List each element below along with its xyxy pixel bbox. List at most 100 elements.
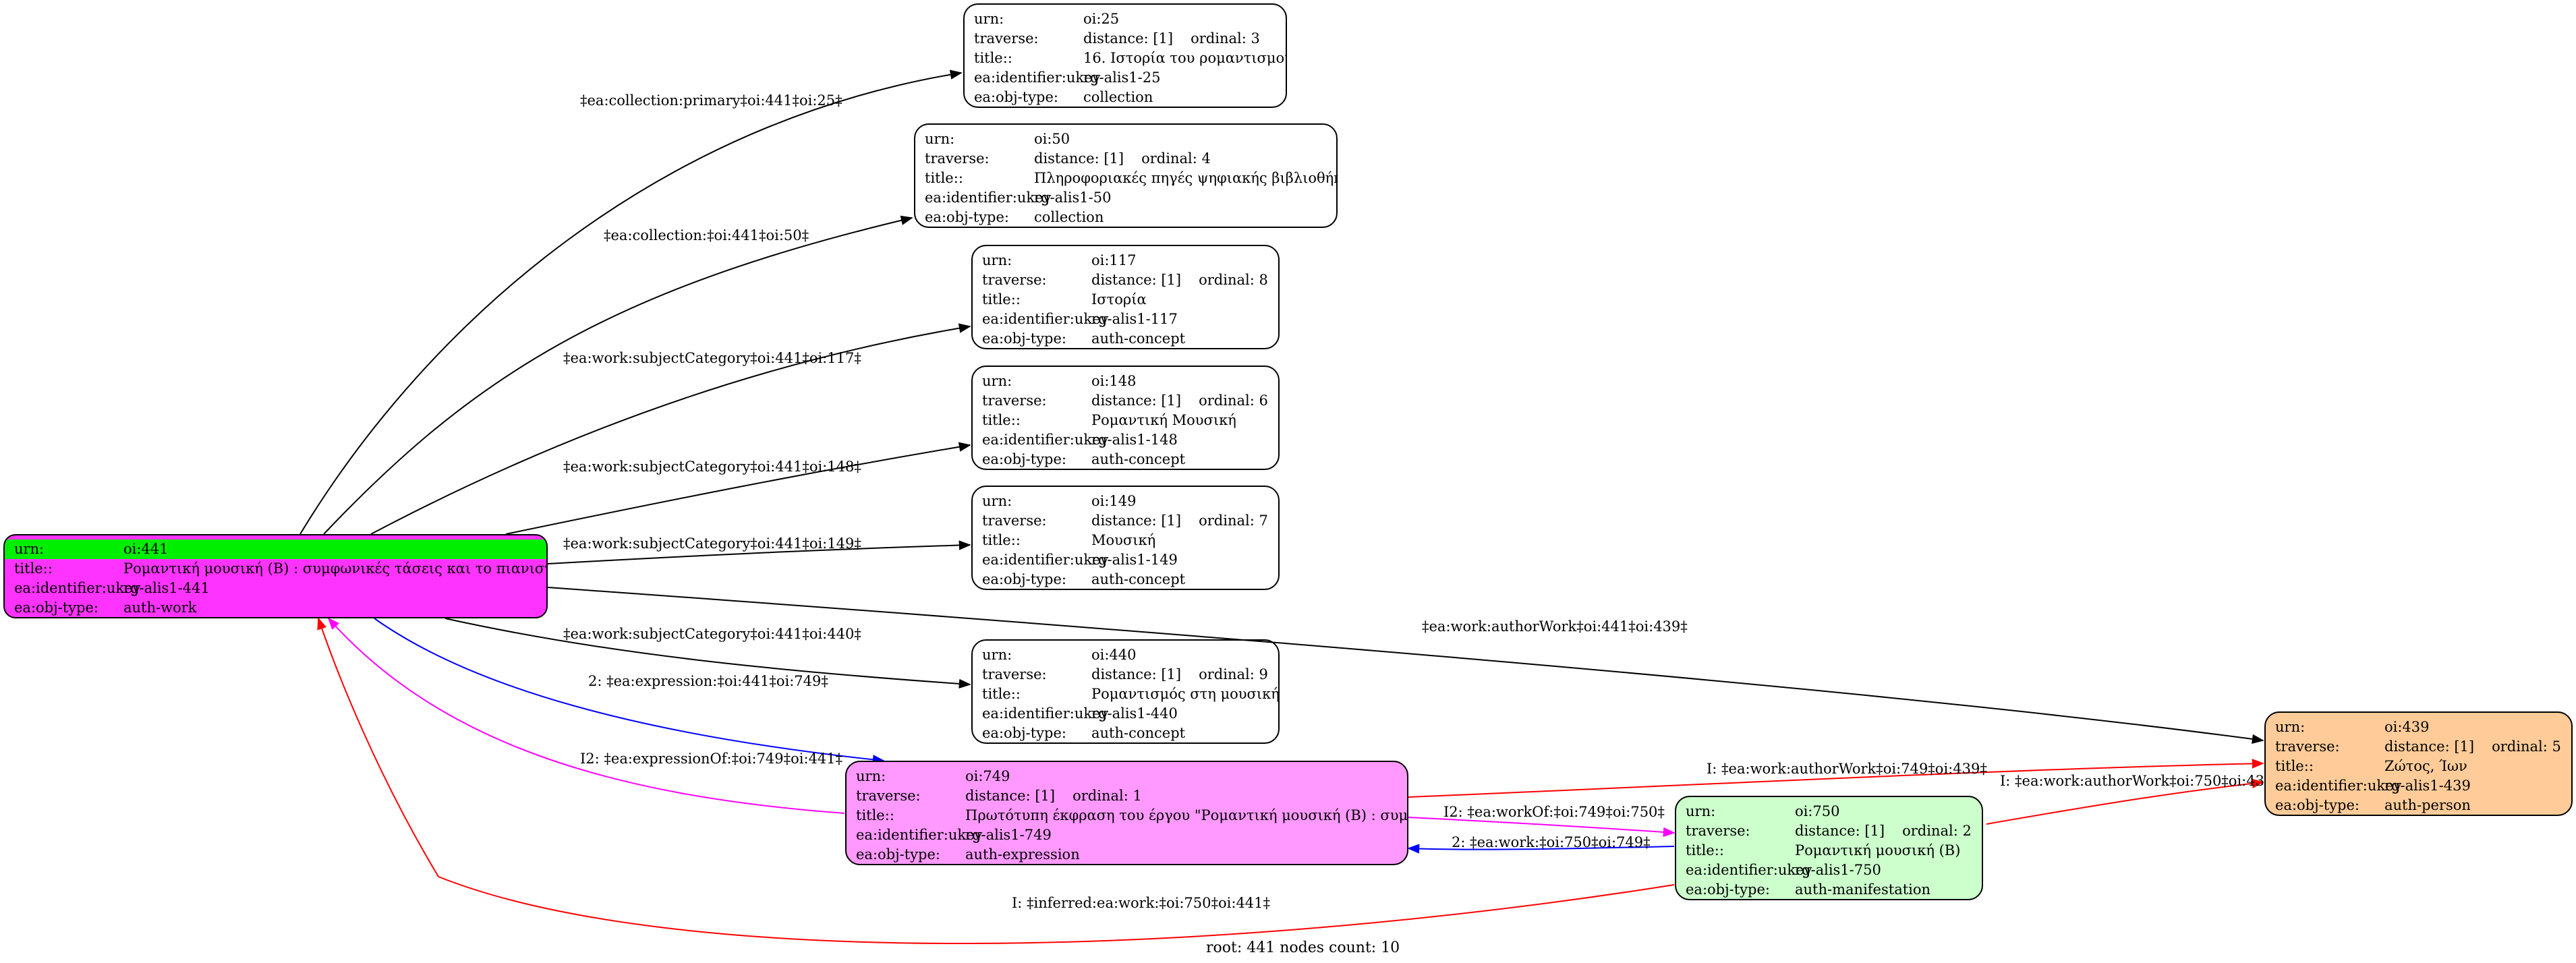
edge-label-750-441: I: ‡inferred:ea:work:‡oi:750‡oi:441‡ <box>1012 895 1271 911</box>
node-field-value: ordinal: 8 <box>1199 272 1268 288</box>
edge-749-441 <box>327 617 845 814</box>
node-field-value: 16. Ιστορία του ρομαντισμού <box>1083 50 1286 66</box>
node-field-key: urn: <box>2275 719 2306 735</box>
node-field-key: ea:obj-type: <box>982 451 1066 467</box>
node-field-key: urn: <box>982 493 1012 509</box>
edge-label-441-50: ‡ea:collection:‡oi:441‡oi:50‡ <box>604 227 809 243</box>
node-field-value: rg-alis1-50 <box>1034 189 1112 206</box>
node-field-key: title:: <box>974 50 1012 66</box>
node-row: title::Ιστορία <box>973 290 1278 310</box>
node-field-key: ea:identifier:ukey <box>856 827 983 843</box>
node-oi-750[interactable]: urn:oi:750 traverse:distance: [1]ordinal… <box>1675 796 1983 900</box>
node-oi-148[interactable]: urn:oi:148 traverse:distance: [1]ordinal… <box>971 366 1280 470</box>
node-row: traverse: distance: [1] ordinal: 3 <box>965 29 1286 49</box>
node-field-value: rg-alis1-117 <box>1091 311 1178 327</box>
edge-750-749 <box>1407 844 1675 854</box>
node-row: title::Πληροφοριακές πηγές ψηφιακής βιβλ… <box>915 169 1336 188</box>
node-field-key: traverse: <box>982 272 1047 288</box>
node-field-value: oi:148 <box>1091 373 1137 389</box>
node-field-key: traverse: <box>2275 738 2340 755</box>
node-field-value: rg-alis1-149 <box>1091 552 1178 568</box>
node-field-key: traverse: <box>974 30 1039 47</box>
edge-label-441-117: ‡ea:work:subjectCategory‡oi:441‡oi:117‡ <box>563 350 861 366</box>
edge-441-25 <box>299 69 963 535</box>
edge-441-117 <box>370 323 971 535</box>
node-field-value: oi:50 <box>1034 131 1070 147</box>
edge-749-439 <box>1408 759 2264 798</box>
node-field-key: ea:identifier:ukey <box>974 69 1101 86</box>
node-oi-439[interactable]: urn:oi:439 traverse:distance: [1]ordinal… <box>2264 711 2573 816</box>
node-oi-149[interactable]: urn:oi:149 traverse:distance: [1]ordinal… <box>971 486 1280 590</box>
node-field-key: traverse: <box>982 666 1047 682</box>
edge-label-749-439: I: ‡ea:work:authorWork‡oi:749‡oi:439‡ <box>1707 761 1987 777</box>
node-field-key: urn: <box>982 647 1012 663</box>
node-field-key: title:: <box>925 170 963 186</box>
node-field-key: ea:identifier:ukey <box>982 311 1109 327</box>
node-field-value: ordinal: 3 <box>1191 30 1260 47</box>
node-field-value: auth-work <box>123 600 197 616</box>
node-field-key: ea:obj-type: <box>14 600 98 616</box>
node-oi-25[interactable]: urn:oi:25 traverse: distance: [1] ordinal:… <box>963 3 1287 108</box>
node-field-value: distance: [1] <box>1091 392 1182 409</box>
edge-label-441-149: ‡ea:work:subjectCategory‡oi:441‡oi:149‡ <box>563 535 861 552</box>
node-row: title::Ρομαντική Μουσική <box>973 411 1278 430</box>
node-field-key: urn: <box>982 373 1012 389</box>
node-field-key: ea:obj-type: <box>1686 881 1770 898</box>
node-field-key: ea:obj-type: <box>925 209 1009 225</box>
node-row: ea:obj-type:auth-concept <box>973 570 1278 589</box>
node-field-key: urn: <box>925 131 955 147</box>
edge-label-749-441: I2: ‡ea:expressionOf:‡oi:749‡oi:441‡ <box>580 751 843 767</box>
node-field-value: distance: [1] ordinal: 8 <box>1091 270 1278 290</box>
node-row: urn:oi:750 <box>1676 802 1982 821</box>
node-field-key: urn: <box>1686 803 1716 819</box>
node-row: traverse:distance: [1]ordinal: 1 <box>847 786 1407 806</box>
node-field-key: title:: <box>2275 758 2314 774</box>
node-field-key: ea:identifier:ukey <box>982 552 1109 568</box>
node-field-value: distance: [1] <box>1083 30 1174 47</box>
node-field-value: Ρομαντική μουσική (Β) : συμφωνικές τάσει… <box>123 560 546 577</box>
node-oi-749[interactable]: urn:oi:749 traverse:distance: [1]ordinal… <box>845 761 1408 865</box>
node-field-key: ea:identifier:ukey <box>982 432 1109 448</box>
edge-441-749 <box>374 618 885 765</box>
node-field-value: collection <box>1083 89 1153 105</box>
node-field-key: ea:obj-type: <box>856 846 940 863</box>
node-field-key: title:: <box>982 291 1021 308</box>
node-row: ea:obj-type:collection <box>915 208 1336 227</box>
edge-441-149 <box>547 540 971 564</box>
node-field-value: auth-concept <box>1091 571 1186 587</box>
edge-label-750-749: 2: ‡ea:work:‡oi:750‡oi:749‡ <box>1452 834 1651 850</box>
node-field-key: title:: <box>1686 842 1724 858</box>
node-field-value: distance: [1] <box>1091 272 1182 288</box>
node-field-value: distance: [1] <box>1795 823 1885 839</box>
graph-footer: root: 441 nodes count: 10 <box>1206 939 1400 956</box>
node-oi-440[interactable]: urn:oi:440 traverse:distance: [1]ordinal… <box>971 639 1280 744</box>
node-field-key: ea:identifier:ukey <box>2275 778 2402 794</box>
node-field-value: oi:749 <box>965 768 1010 784</box>
node-row: ea:obj-type:auth-concept <box>973 724 1278 742</box>
node-field-key: ea:obj-type: <box>2275 797 2359 813</box>
node-field-key: ea:obj-type: <box>974 89 1058 105</box>
node-field-key: traverse: <box>925 150 990 167</box>
node-field-key: urn: <box>982 252 1012 268</box>
node-field-value: distance: [1]ordinal: 6 <box>1091 391 1278 411</box>
node-oi-117[interactable]: urn:oi:117 traverse:distance: [1]ordinal… <box>971 245 1280 349</box>
node-field-key: urn: <box>974 11 1004 27</box>
node-row: traverse:distance: [1]ordinal: 7 <box>973 511 1278 531</box>
node-field-value: ordinal: 2 <box>1902 823 1972 839</box>
node-oi-441[interactable]: urn:oi:441 title::Ρομαντική μουσική (Β) … <box>3 534 548 618</box>
node-row: urn:oi:25 <box>965 9 1286 29</box>
node-field-value: distance: [1]ordinal: 1 <box>965 786 1407 806</box>
node-row: urn:oi:749 <box>847 767 1407 786</box>
node-field-value: Ιστορία <box>1091 291 1147 308</box>
node-field-value: distance: [1]ordinal: 5 <box>2384 737 2571 757</box>
node-field-key: ea:identifier:ukey <box>982 705 1109 722</box>
edge-750-441 <box>317 617 1675 944</box>
node-row: ea:obj-type:auth-expression <box>847 845 1407 864</box>
node-oi-50[interactable]: urn:oi:50 traverse:distance: [1]ordinal:… <box>914 123 1338 228</box>
